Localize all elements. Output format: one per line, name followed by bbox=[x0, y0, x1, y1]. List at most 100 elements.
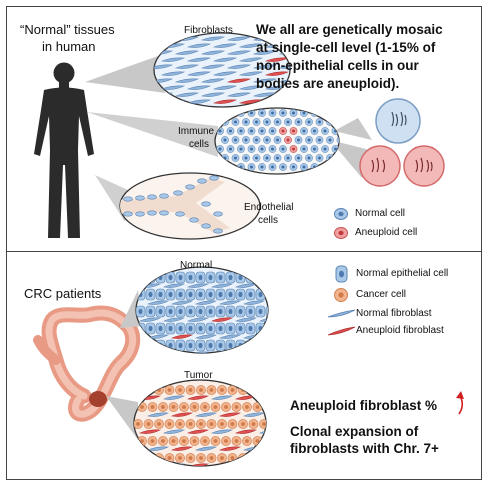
fibroblast-cell bbox=[242, 412, 266, 417]
fibroblast-cell bbox=[200, 78, 226, 83]
fibroblast-cell bbox=[138, 317, 162, 322]
fibroblast-cell bbox=[234, 351, 258, 353]
legend-normal-cell-marker bbox=[334, 208, 348, 220]
aneuploid-cell-zoom bbox=[359, 98, 445, 187]
fibroblast-cell bbox=[266, 334, 268, 339]
fibroblast-cell bbox=[174, 78, 200, 83]
epithelial-cell bbox=[145, 271, 156, 284]
callout-fibroblasts bbox=[85, 56, 165, 93]
immune-cell bbox=[321, 109, 329, 117]
label-endothelial-line2: cells bbox=[258, 215, 279, 226]
cancer-cell bbox=[259, 453, 266, 463]
immune-cell bbox=[326, 118, 334, 126]
label-endothelial-line1: Endothelial bbox=[244, 202, 294, 213]
callout-normal-cell bbox=[334, 118, 372, 140]
endothelial-cell bbox=[201, 223, 211, 229]
fibroblast-cell bbox=[258, 463, 266, 466]
fibroblast-cell bbox=[200, 36, 226, 41]
legend-aneuploid-cell-label: Aneuploid cell bbox=[355, 227, 418, 238]
fibroblast-cell bbox=[252, 64, 278, 69]
fibroblast-cell bbox=[162, 283, 186, 288]
immune-tissue bbox=[214, 107, 340, 175]
finding-aneuploid-fibroblast: Aneuploid fibroblast % bbox=[290, 398, 437, 413]
aneuploid-fibroblast-cell bbox=[268, 447, 288, 451]
fibroblast-cell bbox=[212, 43, 238, 48]
fibroblast-cell bbox=[162, 429, 186, 434]
fibroblast-cell bbox=[194, 334, 218, 339]
endothelial-cell bbox=[213, 211, 223, 217]
aneuploid-fibroblast-cell bbox=[218, 446, 242, 451]
endothelial-cell bbox=[159, 193, 169, 199]
fibroblast-cell bbox=[234, 317, 258, 322]
aneuploid-fibroblast-cell bbox=[170, 446, 194, 451]
aneuploid-fibroblast-cell bbox=[186, 463, 210, 466]
fibroblast-cell bbox=[146, 300, 170, 305]
legend-aneuploid-fibroblast-marker bbox=[327, 326, 356, 336]
fibroblast-cell bbox=[292, 100, 314, 104]
fibroblast-cell bbox=[252, 50, 278, 55]
immune-cell bbox=[336, 136, 339, 144]
fibroblast-cell bbox=[200, 92, 226, 97]
epithelial-cell bbox=[265, 288, 268, 301]
label-immune-line1: Immune bbox=[178, 126, 215, 137]
aneuploid-fibroblast-cell bbox=[264, 71, 290, 76]
finding-clonal-expansion-line2: fibroblasts with Chr. 7+ bbox=[290, 441, 439, 456]
epithelial-cell bbox=[265, 271, 268, 284]
epithelial-cell bbox=[265, 305, 268, 318]
top-heading-line1: “Normal” tissues bbox=[20, 22, 115, 37]
aneuploid-fibroblast-cell bbox=[234, 429, 258, 434]
aneuploid-fibroblast-cell bbox=[186, 429, 210, 434]
statement-line4: bodies are aneuploid). bbox=[256, 76, 400, 91]
fibroblast-cell bbox=[226, 36, 252, 41]
endothelial-cell bbox=[209, 175, 219, 181]
epithelial-cell bbox=[245, 271, 256, 284]
fibroblast-cell bbox=[174, 50, 200, 55]
aneuploid-fibroblast-cell bbox=[138, 463, 162, 466]
callout-endothelial bbox=[95, 175, 128, 222]
endothelial-cell bbox=[123, 196, 133, 202]
fibroblast-cell bbox=[138, 351, 162, 353]
fibroblast-cell bbox=[160, 57, 186, 62]
label-tumor: Tumor bbox=[184, 370, 213, 381]
aneuploid-fibroblast-cell bbox=[210, 317, 234, 322]
legend-aneuploid-fibroblast-label: Aneuploid fibroblast bbox=[356, 325, 444, 336]
endothelial-cell bbox=[135, 211, 145, 217]
label-fibroblasts: Fibroblasts bbox=[184, 25, 233, 36]
fibroblast-cell bbox=[218, 334, 242, 339]
fibroblast-cell bbox=[174, 64, 200, 69]
fibroblast-cell bbox=[194, 412, 218, 417]
fibroblast-cell bbox=[238, 43, 264, 48]
aneuploid-fibroblast-cell bbox=[268, 413, 288, 417]
cancer-cell bbox=[134, 453, 143, 463]
endothelial-cell bbox=[173, 190, 183, 196]
fibroblast-cell bbox=[238, 57, 264, 62]
cancer-cell bbox=[259, 385, 266, 395]
endothelial-cell bbox=[189, 217, 199, 223]
endothelial-cell bbox=[147, 210, 157, 216]
cancer-cell bbox=[248, 453, 259, 463]
label-normal: Normal bbox=[180, 260, 213, 271]
fibroblast-cell bbox=[210, 429, 234, 434]
cancer-cell bbox=[263, 436, 266, 446]
endothelial-cell bbox=[201, 201, 211, 207]
legend-normal-fibroblast-label: Normal fibroblast bbox=[356, 308, 432, 319]
fibroblast-cell bbox=[186, 99, 212, 104]
finding-clonal-expansion-line1: Clonal expansion of bbox=[290, 424, 419, 439]
fibroblast-cell bbox=[186, 317, 210, 322]
fibroblast-cell bbox=[186, 85, 212, 90]
epithelial-cell bbox=[255, 339, 266, 352]
endothelial-cell bbox=[213, 228, 223, 234]
human-silhouette-icon bbox=[34, 62, 94, 238]
fibroblast-cell bbox=[238, 85, 264, 90]
aneuploid-fibroblast-cell bbox=[170, 412, 194, 417]
fibroblast-cell bbox=[252, 78, 278, 83]
immune-cell bbox=[216, 163, 224, 171]
fibroblast-cell bbox=[226, 50, 252, 55]
fibroblast-cell bbox=[258, 395, 266, 400]
outer-frame bbox=[6, 6, 482, 480]
endothelial-cell bbox=[135, 195, 145, 201]
fibroblast-cell bbox=[186, 351, 210, 353]
fibroblast-cell bbox=[160, 71, 186, 76]
fibroblast-cell bbox=[238, 71, 264, 76]
fibroblast-cell bbox=[160, 85, 186, 90]
